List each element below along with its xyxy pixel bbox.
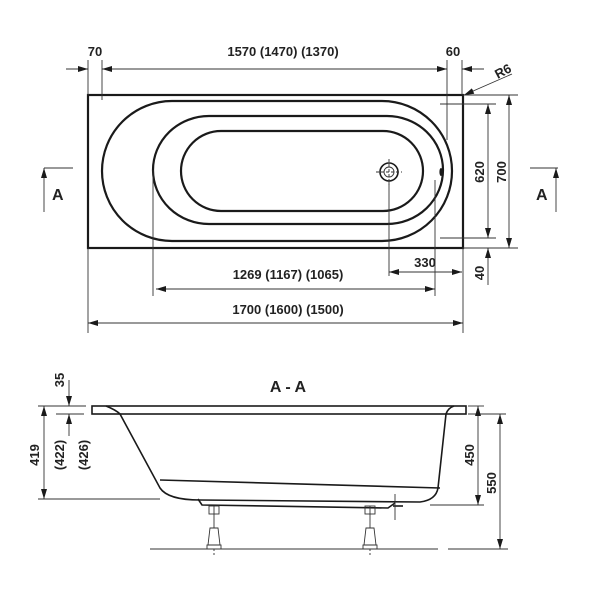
radius-label: R6 [492, 61, 514, 82]
tub-base [197, 498, 396, 509]
plan-view: 70 1570 (1470) (1370) 60 R6 620 700 40 3… [41, 44, 559, 333]
tub-rim [91, 405, 467, 415]
leg-left [206, 505, 222, 556]
dim-depth-alt2: (426) [76, 440, 91, 470]
overflow-icon [439, 168, 443, 176]
svg-text:A: A [536, 187, 548, 204]
dim-inner-length: 1269 (1167) (1065) [233, 267, 344, 282]
section-view: A - A [27, 373, 508, 556]
dim-top-right: 60 [446, 44, 460, 59]
dim-rim: 35 [52, 373, 67, 387]
svg-text:A: A [52, 187, 64, 204]
dim-depth-alt1: (422) [52, 440, 67, 470]
dim-height-total: 550 [484, 472, 499, 494]
tub-body-profile [105, 405, 455, 503]
dim-inner-width: 620 [472, 161, 487, 183]
tub-rim-contour [100, 99, 454, 243]
dim-overall-length: 1700 (1600) (1500) [232, 302, 343, 317]
tub-bottom-contour [179, 129, 425, 213]
tub-floor [159, 479, 441, 489]
dim-drain-offset: 330 [414, 255, 436, 270]
dim-top-main: 1570 (1470) (1370) [227, 44, 338, 59]
dim-depth-main: 419 [27, 444, 42, 466]
section-marker-left: A [41, 167, 73, 212]
section-marker-right: A [530, 167, 559, 212]
dim-height-tub: 450 [462, 444, 477, 466]
dim-outer-width: 700 [494, 161, 509, 183]
dim-bottom-offset: 40 [472, 266, 487, 280]
tub-outline [86, 93, 465, 250]
leg-right [362, 505, 378, 556]
dim-top-left: 70 [88, 44, 102, 59]
section-title: A - A [270, 379, 307, 396]
